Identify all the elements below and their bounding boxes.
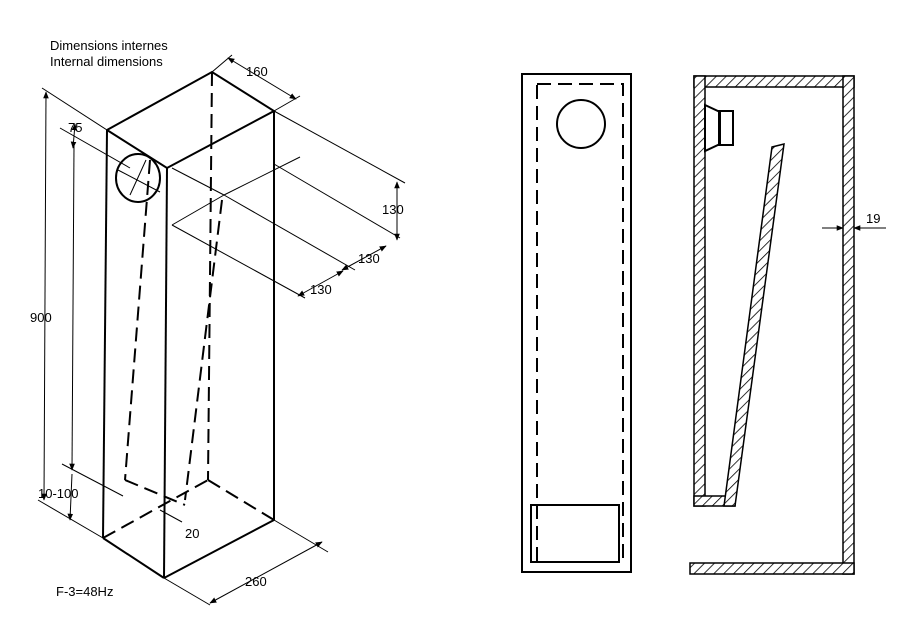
dim-160-line bbox=[227, 57, 297, 100]
box-bottom-right-edge bbox=[163, 519, 275, 579]
internal-baffle-bottom bbox=[124, 479, 186, 506]
dim-260-extension-right bbox=[273, 519, 329, 553]
internal-baffle-left bbox=[124, 159, 151, 481]
box-hidden-bottom-back bbox=[207, 479, 275, 521]
dim-130-extension-5 bbox=[273, 110, 406, 184]
section-driver-magnet bbox=[718, 110, 734, 146]
dim-wall-thickness-label: 19 bbox=[866, 211, 880, 226]
dim-10-100-tick bbox=[67, 473, 74, 521]
dim-port-height-label: 130 bbox=[382, 202, 404, 217]
dim-10-100-line bbox=[69, 144, 75, 471]
dim-160-extension-left bbox=[211, 54, 233, 73]
dim-baffle-gap-label: 10-100 bbox=[38, 486, 78, 501]
driver-center-mark-v bbox=[129, 159, 147, 196]
front-view-port-opening bbox=[530, 504, 620, 563]
box-bottom-front-edge bbox=[102, 537, 165, 579]
section-driver bbox=[704, 103, 721, 153]
dim-130-extension-3 bbox=[273, 163, 401, 239]
dim-port-depth-b-label: 130 bbox=[310, 282, 332, 297]
driver-center-mark-h bbox=[117, 169, 161, 193]
dim-10-100-extension bbox=[61, 463, 124, 497]
dim-port-depth-a-label: 130 bbox=[358, 251, 380, 266]
title-line-french: Dimensions internes bbox=[50, 38, 168, 53]
dim-depth-label: 160 bbox=[246, 64, 268, 79]
box-top-face bbox=[106, 70, 276, 170]
box-front-left-edge bbox=[102, 129, 108, 539]
dim-75-line bbox=[70, 123, 78, 149]
dim-130-extension-1 bbox=[223, 194, 356, 271]
dim-900-extension-top bbox=[41, 87, 108, 131]
section-internal-baffle bbox=[723, 143, 785, 507]
internal-baffle-right bbox=[184, 199, 223, 501]
port-bottom-line bbox=[171, 194, 225, 226]
dim-130-middle-line bbox=[341, 245, 387, 271]
isometric-view: 160 900 75 10-100 20 130 130 130 bbox=[30, 54, 406, 606]
dim-260-line bbox=[209, 541, 323, 604]
dim-160-extension-right bbox=[273, 95, 301, 112]
dim-height-label: 900 bbox=[30, 310, 52, 325]
section-top-wall bbox=[693, 75, 855, 88]
front-view-driver bbox=[556, 99, 606, 149]
driver-circle bbox=[115, 153, 161, 203]
cutoff-frequency-note: F-3=48Hz bbox=[56, 584, 113, 599]
port-top-line bbox=[171, 167, 225, 196]
front-view-inner-outline bbox=[536, 83, 624, 563]
section-view: 19 bbox=[689, 75, 886, 575]
dim-bottom-gap-label: 20 bbox=[185, 526, 199, 541]
title-line-english: Internal dimensions bbox=[50, 54, 163, 69]
dim-260-extension-left bbox=[163, 577, 211, 606]
box-front-right-edge bbox=[163, 167, 168, 579]
section-front-wall bbox=[693, 75, 706, 507]
dim-driver-offset-label: 75 bbox=[68, 120, 82, 135]
dim-width-label: 260 bbox=[245, 574, 267, 589]
dim-130-extension-4 bbox=[223, 156, 301, 196]
dim-130-extension-2 bbox=[171, 224, 306, 299]
section-bottom-wall bbox=[689, 562, 855, 575]
box-hidden-back-edge bbox=[207, 71, 213, 481]
dim-130-lower-line bbox=[297, 270, 344, 297]
dim-900-line bbox=[41, 91, 49, 501]
section-right-wall bbox=[842, 75, 855, 575]
dim-20-line bbox=[159, 509, 183, 523]
front-view-outline bbox=[521, 73, 632, 573]
front-view bbox=[521, 73, 632, 573]
